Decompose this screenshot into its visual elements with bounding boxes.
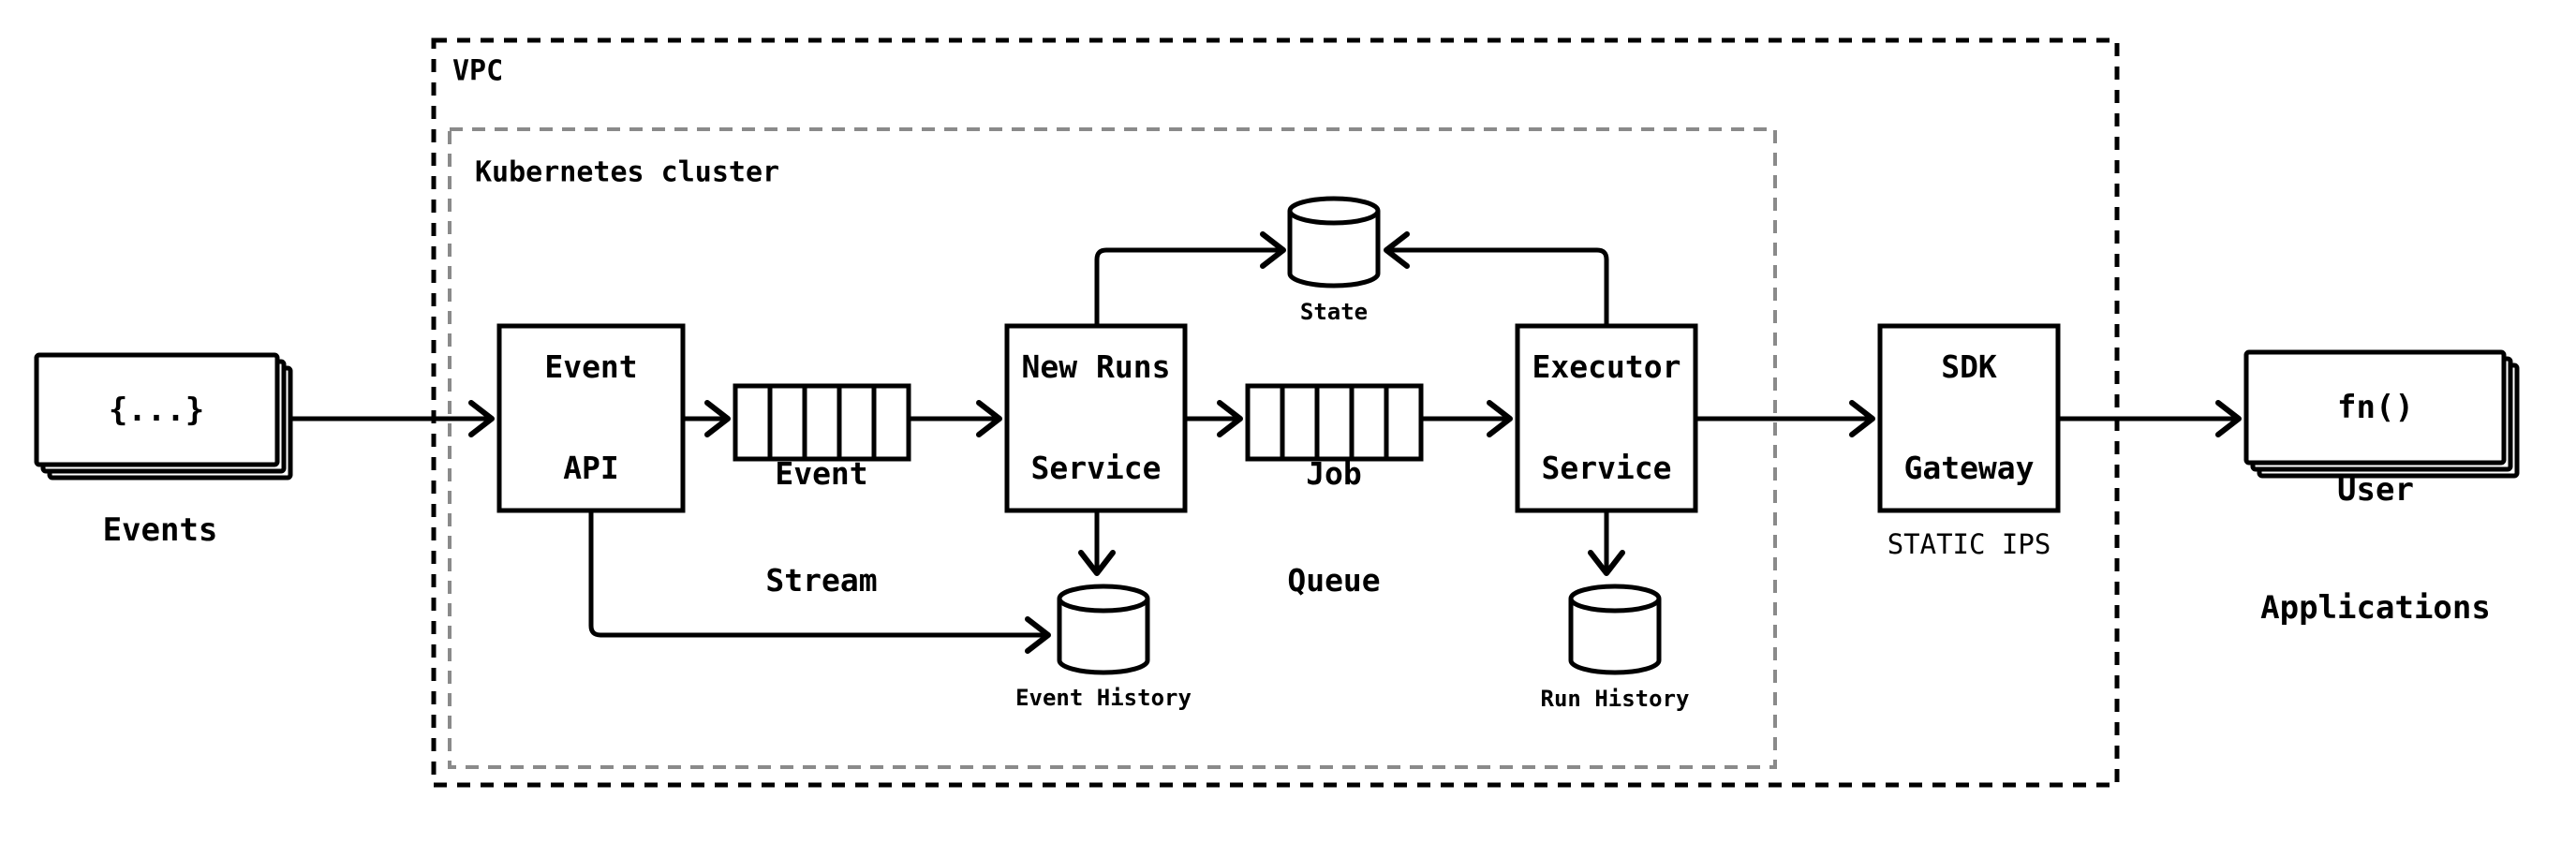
event-stream-label-line1: Event <box>775 455 868 492</box>
user-applications-stack-icon <box>2243 349 2520 479</box>
event-history-database-icon <box>1057 584 1150 675</box>
sdk-gateway-title-line1: SDK <box>1941 348 1997 385</box>
sdk-gateway-box <box>1877 323 2061 513</box>
run-history-label: Run History <box>1540 686 1690 712</box>
job-queue-label-line2: Queue <box>1287 562 1381 599</box>
event-history-label: Event History <box>1015 685 1192 711</box>
event-api-box <box>496 323 686 513</box>
user-applications-label: User Applications <box>2260 392 2491 706</box>
arrow-executor-to-state <box>1384 231 1609 327</box>
job-queue-icon <box>1245 383 1424 462</box>
sdk-gateway-title: SDK Gateway <box>1903 283 2034 553</box>
job-queue-label-line1: Job <box>1306 455 1362 492</box>
events-icon-text: {...} <box>108 392 205 429</box>
event-stream-label: Event Stream <box>765 385 877 670</box>
kubernetes-cluster-boundary <box>448 127 1777 769</box>
state-database-icon <box>1287 196 1381 288</box>
new-runs-service-box <box>1004 323 1188 513</box>
flow-arrows <box>292 231 2242 654</box>
sdk-gateway-static-ips-label: STATIC IPS <box>1887 528 2051 560</box>
executor-service-title: Executor Service <box>1532 283 1681 553</box>
executor-title-line1: Executor <box>1532 348 1681 385</box>
state-label: State <box>1299 299 1369 325</box>
event-api-title-line1: Event <box>544 348 638 385</box>
event-api-title: Event API <box>544 283 637 553</box>
executor-title-line2: Service <box>1541 450 1672 486</box>
new-runs-service-title: New Runs Service <box>1022 283 1171 553</box>
vpc-boundary <box>431 37 2120 788</box>
run-history-database-icon <box>1568 584 1662 675</box>
arrow-new-runs-to-state <box>1094 231 1286 327</box>
vpc-label: VPC <box>452 54 504 88</box>
events-label: Events <box>102 511 218 549</box>
kubernetes-cluster-label: Kubernetes cluster <box>475 155 780 189</box>
user-applications-label-line1: User <box>2337 471 2414 509</box>
new-runs-title-line1: New Runs <box>1021 348 1171 385</box>
arrow-event-api-to-event-history <box>588 510 1051 654</box>
sdk-gateway-title-line2: Gateway <box>1903 450 2035 486</box>
new-runs-title-line2: Service <box>1030 450 1162 486</box>
job-queue-label: Job Queue <box>1287 385 1380 670</box>
events-stack-icon <box>34 352 293 481</box>
user-applications-icon-text: fn() <box>2337 389 2414 426</box>
user-applications-label-line2: Applications <box>2260 589 2491 627</box>
event-stream-queue-icon <box>733 383 911 462</box>
event-api-title-line2: API <box>563 450 619 486</box>
event-stream-label-line2: Stream <box>765 562 878 599</box>
executor-service-box <box>1515 323 1698 513</box>
